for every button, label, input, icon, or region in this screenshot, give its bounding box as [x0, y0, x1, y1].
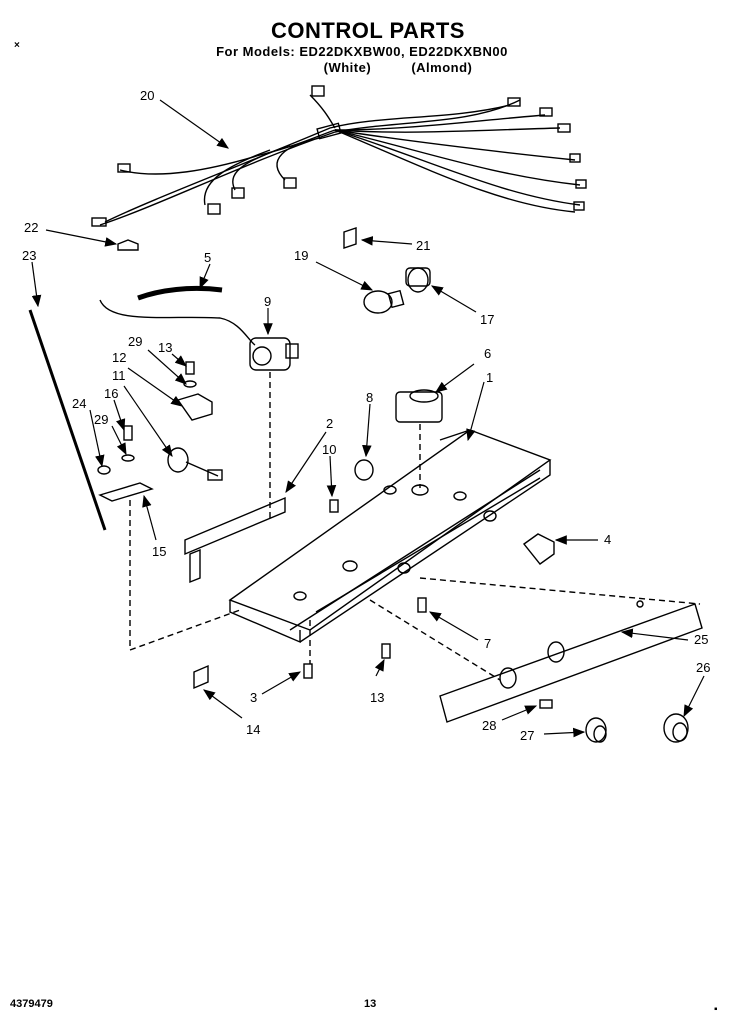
callout-label: 21: [416, 238, 430, 253]
clip-14: [193, 664, 209, 690]
mounting-plate: [184, 496, 286, 556]
control-panel-front: [439, 600, 703, 723]
light-bulb: [363, 289, 405, 314]
light-socket: [405, 267, 431, 293]
screw-10: [329, 499, 339, 513]
knob-26: [663, 713, 689, 743]
callout-label: 28: [482, 718, 496, 733]
callout-label: 7: [484, 636, 491, 651]
finish-almond: (Almond): [411, 60, 473, 75]
callout-label: 19: [294, 248, 308, 263]
callout-label: 23: [22, 248, 36, 263]
finish-white: (White): [323, 60, 372, 75]
thermostat: [249, 337, 299, 371]
callout-label: 3: [250, 690, 257, 705]
callout-label: 15: [152, 544, 166, 559]
callout-label: 8: [366, 390, 373, 405]
callout-label: 26: [696, 660, 710, 675]
corner-mark-top-left: ×: [14, 40, 20, 51]
models-line: For Models: ED22DKXBW00, ED22DKXBN00: [216, 44, 508, 59]
callout-label: 20: [140, 88, 154, 103]
wire-harness: [91, 85, 587, 227]
corner-mark-bottom-right: ▪: [714, 1004, 718, 1015]
callout-label: 16: [104, 386, 118, 401]
capillary-line: [99, 299, 256, 346]
callout-label: 27: [520, 728, 534, 743]
callout-label: 9: [264, 294, 271, 309]
screw-29b: [123, 425, 133, 441]
callout-label: 4: [604, 532, 611, 547]
callout-label: 6: [484, 346, 491, 361]
knob-shaft-assembly: [167, 447, 223, 481]
bracket-15: [98, 482, 154, 502]
callout-label: 12: [112, 350, 126, 365]
clip-part: [117, 239, 139, 251]
callout-label: 11: [112, 368, 126, 383]
page-number: 13: [364, 998, 377, 1010]
page-title: CONTROL PARTS: [271, 18, 465, 43]
clip-4: [522, 533, 555, 565]
callout-label: 13: [158, 340, 172, 355]
control-rod: [28, 309, 107, 531]
callout-label: 24: [72, 396, 86, 411]
callout-label: 2: [326, 416, 333, 431]
finish-line: (White) (Almond): [30, 60, 736, 75]
screw-stack-left: [176, 361, 213, 421]
part-number: 4379479: [10, 998, 53, 1010]
damper-control: [395, 389, 443, 423]
callout-label: 1: [486, 370, 493, 385]
callout-label: 29: [94, 412, 108, 427]
indicator-28: [539, 699, 553, 709]
callout-label: 17: [480, 312, 494, 327]
callout-label: 10: [322, 442, 336, 457]
tube-part: [137, 285, 223, 301]
callout-label: 29: [128, 334, 142, 349]
callout-label: 25: [694, 632, 708, 647]
washer-24: [97, 465, 111, 475]
callout-label: 5: [204, 250, 211, 265]
callout-label: 14: [246, 722, 260, 737]
screw-13b: [381, 643, 391, 659]
screw-3: [303, 663, 313, 679]
knob-27: [585, 717, 607, 743]
screw-7: [417, 597, 427, 613]
socket-clip: [343, 227, 357, 249]
grommet: [354, 459, 374, 481]
callout-label: 22: [24, 220, 38, 235]
control-housing: [228, 429, 552, 644]
callout-label: 13: [370, 690, 384, 705]
